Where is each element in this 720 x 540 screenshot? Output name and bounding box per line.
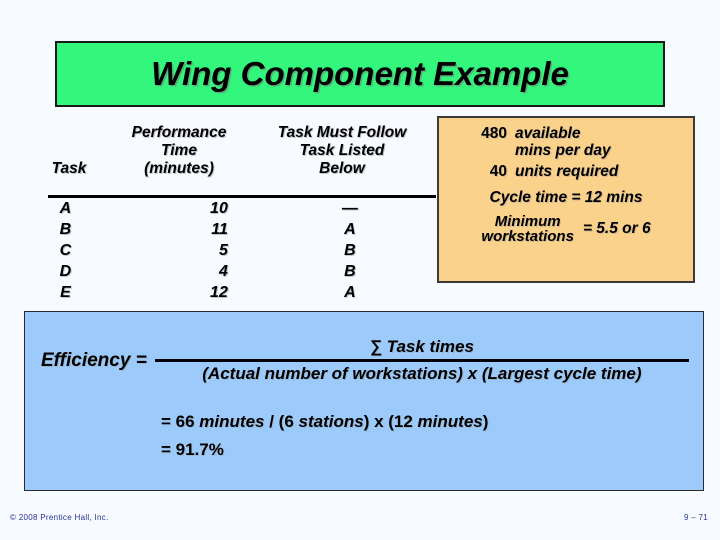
column-header-task-must-follow: Task Must Follow Task Listed Below (246, 124, 438, 178)
table-body: A 10 — B 11 A C 5 B D 4 B E 12 A (26, 200, 438, 305)
page-title: Wing Component Example (151, 55, 569, 92)
cell-task: A (59, 200, 72, 217)
cell-task: D (59, 263, 72, 280)
slide-title-banner: Wing Component Example (55, 41, 665, 107)
cell-task: B (59, 221, 72, 238)
result-prefix: = 66 (161, 412, 200, 431)
footer-copyright: © 2008 Prentice Hall, Inc. (10, 513, 109, 522)
column-header-performance-time-line2: Time (161, 141, 197, 159)
minimum-workstations-label: Minimum workstations (481, 212, 574, 246)
result-suffix: ) (482, 412, 489, 431)
footer-page-number: 9 – 71 (683, 513, 708, 522)
result-mid: / (6 (264, 412, 299, 431)
units-required-value: 40 (489, 162, 507, 180)
cell-follows: B (344, 263, 356, 280)
cell-task: E (60, 284, 71, 301)
cycle-time-info-box: 480 available mins per day 40 units requ… (437, 116, 695, 283)
fraction-denominator: (Actual number of workstations) x (Large… (202, 364, 642, 383)
column-header-task-must-follow-line2: Task Listed (299, 141, 385, 159)
column-header-task: Task (51, 159, 87, 177)
table-row: D 4 B (26, 263, 438, 284)
cell-follows: — (341, 200, 358, 217)
minimum-workstations-value: = 5.5 or 6 (582, 220, 651, 238)
column-header-performance-time-line1: Performance (131, 124, 227, 141)
table-row: A 10 — (26, 200, 438, 221)
cell-task: C (59, 242, 72, 259)
units-required-line: 40 units required (445, 163, 687, 181)
column-header-performance-time-line3: (minutes) (144, 159, 214, 177)
available-minutes-label-line2: mins per day (515, 142, 611, 160)
cell-time: 10 (210, 200, 228, 217)
task-table: Task Performance Time (minutes) Task Mus… (26, 124, 438, 178)
fraction-bar (154, 359, 689, 362)
cell-time: 5 (218, 242, 228, 259)
efficiency-label: Efficiency = (41, 349, 147, 371)
cell-follows: B (344, 242, 356, 259)
efficiency-formula-panel: Efficiency = ∑ Task times (Actual number… (24, 311, 704, 491)
result-unit-minutes: minutes (199, 412, 265, 431)
available-minutes-label: available mins per day (515, 125, 611, 160)
efficiency-equation: Efficiency = ∑ Task times (Actual number… (41, 337, 689, 384)
efficiency-result-line-2: = 91.7% (161, 440, 224, 459)
table-header-row: Task Performance Time (minutes) Task Mus… (26, 124, 438, 178)
efficiency-result-line-1: = 66 minutes / (6 stations) x (12 minute… (161, 412, 488, 432)
available-minutes-label-line1: available (515, 125, 581, 142)
minimum-workstations-label-line2: workstations (481, 228, 574, 246)
table-row: B 11 A (26, 221, 438, 242)
available-minutes-line: 480 available mins per day (445, 125, 687, 160)
result-unit-minutes-2: minutes (417, 412, 483, 431)
minimum-workstations-row: Minimum workstations = 5.5 or 6 (445, 212, 687, 246)
available-minutes-value: 480 (481, 125, 507, 142)
units-required-label: units required (515, 162, 619, 180)
column-header-task-must-follow-line1: Task Must Follow (277, 124, 407, 141)
column-header-performance-time: Performance Time (minutes) (112, 124, 246, 178)
cell-follows: A (344, 221, 356, 238)
cell-time: 4 (218, 263, 228, 280)
cell-time: 12 (210, 284, 228, 301)
cell-follows: A (344, 284, 356, 301)
cell-time: 11 (211, 221, 228, 238)
column-header-task-must-follow-line3: Below (319, 159, 365, 177)
result-unit-stations: stations (298, 412, 364, 431)
minimum-workstations-label-line1: Minimum (494, 212, 561, 230)
result-mid2: ) x (12 (363, 412, 418, 431)
fraction-numerator: ∑ Task times (369, 337, 474, 356)
table-row: E 12 A (26, 284, 438, 305)
cycle-time-result: Cycle time = 12 mins (489, 188, 643, 206)
table-row: C 5 B (26, 242, 438, 263)
efficiency-fraction: ∑ Task times (Actual number of workstati… (154, 337, 689, 384)
table-header-divider (48, 195, 436, 198)
